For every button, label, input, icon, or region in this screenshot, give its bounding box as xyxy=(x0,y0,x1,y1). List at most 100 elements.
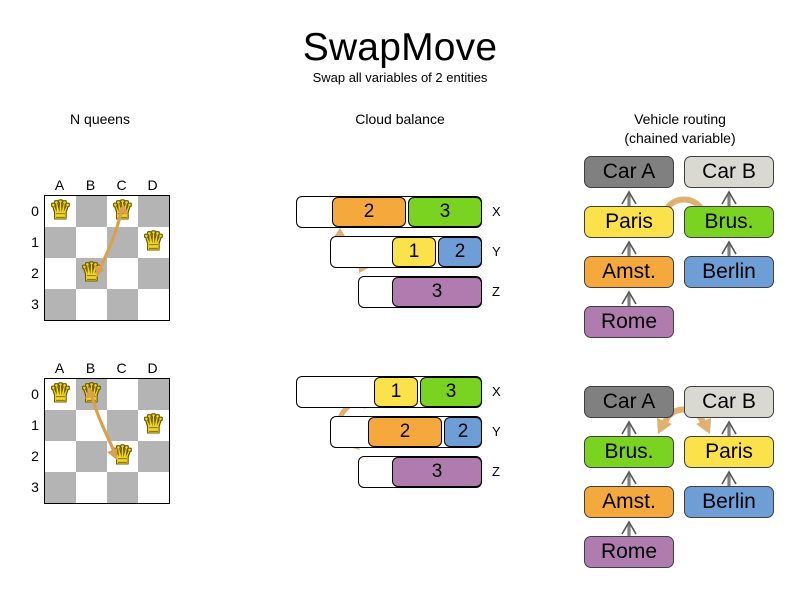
vrp-customer-brus-[interactable]: Brus. xyxy=(684,206,774,238)
board-square-C0[interactable] xyxy=(107,379,138,410)
file-label: A xyxy=(54,360,65,376)
vrp-customer-amst-[interactable]: Amst. xyxy=(584,486,674,518)
board-square-D1[interactable]: ♛ xyxy=(138,410,169,441)
vrp-customer-berlin[interactable]: Berlin xyxy=(684,256,774,288)
file-label: B xyxy=(85,360,96,376)
rank-label: 0 xyxy=(31,202,39,219)
board-square-A1[interactable] xyxy=(45,410,76,441)
queen-piece-B0[interactable]: ♛ xyxy=(80,379,103,407)
vrp-customer-brus-[interactable]: Brus. xyxy=(584,436,674,468)
cloud-process-X-2[interactable]: 3 xyxy=(408,197,482,227)
file-label: A xyxy=(54,177,65,193)
board-square-C1[interactable] xyxy=(107,410,138,441)
vrp-customer-paris[interactable]: Paris xyxy=(584,206,674,238)
queen-piece-D1[interactable]: ♛ xyxy=(142,410,165,438)
board-square-C3[interactable] xyxy=(107,289,138,320)
section-heading-cloud: Cloud balance xyxy=(355,111,445,127)
cloud-process-Y-1[interactable]: 2 xyxy=(368,417,442,447)
section-heading-nqueens: N queens xyxy=(70,111,130,127)
cloud-computer-label-Z: Z xyxy=(492,464,500,479)
vrp-vehicle-car-b[interactable]: Car B xyxy=(684,386,774,418)
board-square-B1[interactable] xyxy=(76,227,107,258)
rank-label: 1 xyxy=(31,233,39,250)
board-square-B3[interactable] xyxy=(76,289,107,320)
vrp-vehicle-car-b[interactable]: Car B xyxy=(684,156,774,188)
board-square-D2[interactable] xyxy=(138,441,169,472)
board-square-A0[interactable]: ♛ xyxy=(45,379,76,410)
rank-label: 2 xyxy=(31,264,39,281)
vrp-customer-amst-[interactable]: Amst. xyxy=(584,256,674,288)
board-grid-after[interactable]: ♛ ♛ ♛ ♛ xyxy=(44,378,170,504)
queen-piece-A0[interactable]: ♛ xyxy=(49,196,72,224)
board-grid-before[interactable]: ♛ ♛ ♛ ♛ xyxy=(44,195,170,321)
file-label: C xyxy=(116,360,127,376)
cloud-process-Y-2[interactable]: 2 xyxy=(438,237,482,267)
page-title: SwapMove xyxy=(302,26,498,69)
cloud-computer-label-Z: Z xyxy=(492,284,500,299)
queen-piece-B2[interactable]: ♛ xyxy=(80,258,103,286)
board-square-B2[interactable] xyxy=(76,441,107,472)
cloud-computer-label-X: X xyxy=(492,204,501,219)
vrp-customer-berlin[interactable]: Berlin xyxy=(684,486,774,518)
board-square-D0[interactable] xyxy=(138,379,169,410)
board-square-A3[interactable] xyxy=(45,289,76,320)
board-square-D0[interactable] xyxy=(138,196,169,227)
board-square-D3[interactable] xyxy=(138,289,169,320)
vrp-customer-paris[interactable]: Paris xyxy=(684,436,774,468)
cloud-process-X-2[interactable]: 3 xyxy=(420,377,482,407)
section-heading-vehicle: Vehicle routing (chained variable) xyxy=(580,110,780,148)
queen-piece-A0[interactable]: ♛ xyxy=(49,379,72,407)
board-square-A1[interactable] xyxy=(45,227,76,258)
page-subtitle: Swap all variables of 2 entities xyxy=(312,70,488,85)
board-square-B0[interactable]: ♛ xyxy=(76,379,107,410)
cloud-computer-label-Y: Y xyxy=(492,424,501,439)
vrp-vehicle-car-a[interactable]: Car A xyxy=(584,156,674,188)
cloud-process-X-1[interactable]: 2 xyxy=(332,197,406,227)
cloud-process-Y-2[interactable]: 2 xyxy=(444,417,482,447)
board-square-B0[interactable] xyxy=(76,196,107,227)
board-square-A2[interactable] xyxy=(45,441,76,472)
board-square-D2[interactable] xyxy=(138,258,169,289)
section-heading-vehicle-line1: Vehicle routing xyxy=(634,111,726,127)
vrp-customer-rome[interactable]: Rome xyxy=(584,306,674,338)
cloud-computer-label-Y: Y xyxy=(492,244,501,259)
board-square-B3[interactable] xyxy=(76,472,107,503)
rank-label: 2 xyxy=(31,447,39,464)
cloud-process-Z-1[interactable]: 3 xyxy=(392,277,482,307)
vrp-customer-rome[interactable]: Rome xyxy=(584,536,674,568)
board-square-D3[interactable] xyxy=(138,472,169,503)
file-label: D xyxy=(147,360,158,376)
section-heading-vehicle-line2: (chained variable) xyxy=(624,130,736,146)
board-square-B2[interactable]: ♛ xyxy=(76,258,107,289)
file-labels-before: A B C D xyxy=(44,178,168,195)
board-square-C2[interactable] xyxy=(107,258,138,289)
board-square-A3[interactable] xyxy=(45,472,76,503)
board-square-C1[interactable] xyxy=(107,227,138,258)
queen-piece-C2[interactable]: ♛ xyxy=(111,441,134,469)
file-label: B xyxy=(85,177,96,193)
board-square-C2[interactable]: ♛ xyxy=(107,441,138,472)
cloud-process-Z-1[interactable]: 3 xyxy=(392,457,482,487)
board-square-C0[interactable]: ♛ xyxy=(107,196,138,227)
queen-piece-C0[interactable]: ♛ xyxy=(111,196,134,224)
board-square-A2[interactable] xyxy=(45,258,76,289)
rank-labels-before: 0 1 2 3 xyxy=(28,195,42,319)
rank-label: 1 xyxy=(31,416,39,433)
cloud-process-Y-1[interactable]: 1 xyxy=(392,237,436,267)
board-square-B1[interactable] xyxy=(76,410,107,441)
vrp-vehicle-car-a[interactable]: Car A xyxy=(584,386,674,418)
file-labels-after: A B C D xyxy=(44,361,168,378)
cloud-computer-label-X: X xyxy=(492,384,501,399)
board-square-A0[interactable]: ♛ xyxy=(45,196,76,227)
board-square-D1[interactable]: ♛ xyxy=(138,227,169,258)
cloud-process-X-1[interactable]: 1 xyxy=(374,377,418,407)
board-square-C3[interactable] xyxy=(107,472,138,503)
rank-label: 3 xyxy=(31,478,39,495)
rank-labels-after: 0 1 2 3 xyxy=(28,378,42,502)
queen-piece-D1[interactable]: ♛ xyxy=(142,227,165,255)
